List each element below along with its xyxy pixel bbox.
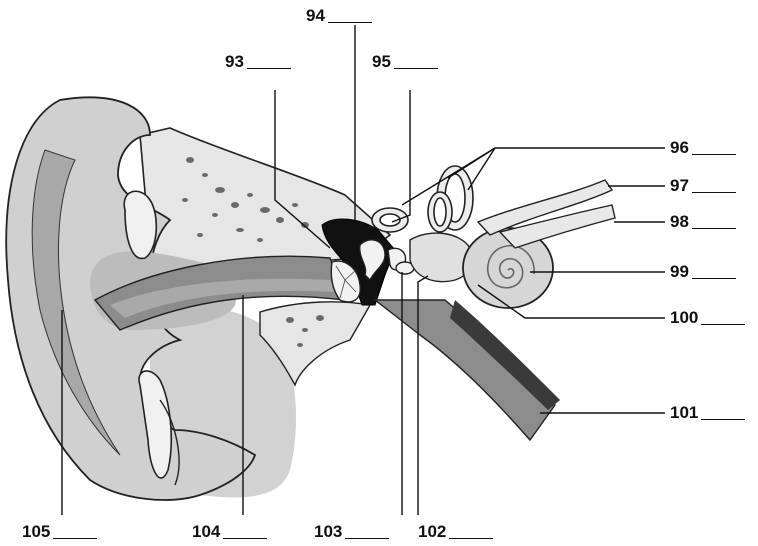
label-94-number: 94 [306,6,325,26]
label-93-number: 93 [225,52,244,72]
leader-96-b [448,148,495,178]
label-102-blank [449,538,493,539]
label-96-number: 96 [670,138,689,158]
label-97-blank [692,192,736,193]
label-100: 100 [670,308,745,328]
label-104-blank [223,538,267,539]
label-104: 104 [192,522,267,542]
label-100-number: 100 [670,308,698,328]
label-97: 97 [670,176,736,196]
label-100-blank [701,324,745,325]
label-102-number: 102 [418,522,446,542]
label-93: 93 [225,52,291,72]
label-93-blank [247,68,291,69]
semicircular-canals [372,166,473,232]
label-98: 98 [670,212,736,232]
label-98-blank [692,228,736,229]
label-98-number: 98 [670,212,689,232]
label-103: 103 [314,522,389,542]
label-96-blank [692,154,736,155]
label-96: 96 [670,138,736,158]
label-97-number: 97 [670,176,689,196]
label-105: 105 [22,522,97,542]
label-95-blank [394,68,438,69]
label-102: 102 [418,522,493,542]
label-103-blank [345,538,389,539]
label-95: 95 [372,52,438,72]
label-105-blank [53,538,97,539]
label-94: 94 [306,6,372,26]
label-99-number: 99 [670,262,689,282]
label-103-number: 103 [314,522,342,542]
label-99-blank [692,278,736,279]
label-105-number: 105 [22,522,50,542]
label-101-number: 101 [670,403,698,423]
label-95-number: 95 [372,52,391,72]
label-101-blank [701,419,745,420]
label-104-number: 104 [192,522,220,542]
label-101: 101 [670,403,745,423]
leader-96-c [468,148,495,190]
label-94-blank [328,22,372,23]
label-99: 99 [670,262,736,282]
